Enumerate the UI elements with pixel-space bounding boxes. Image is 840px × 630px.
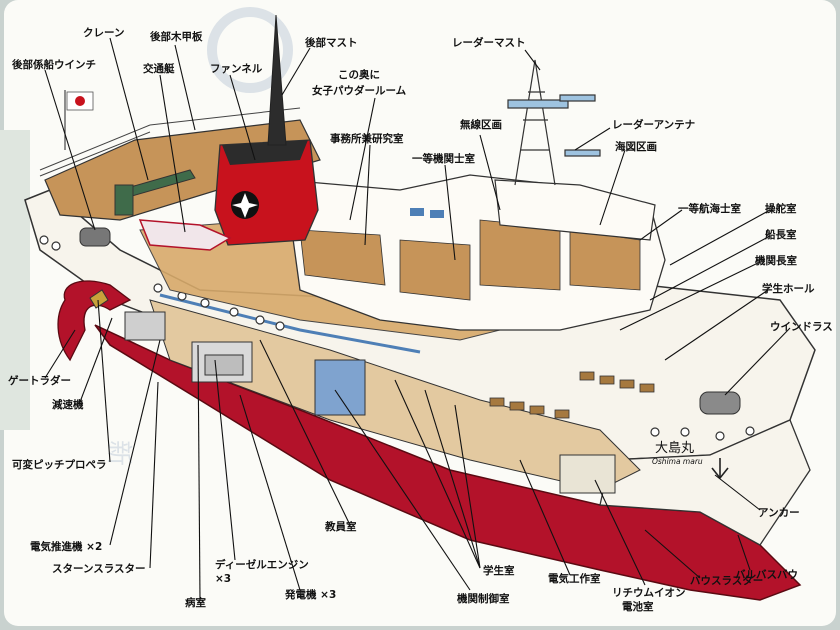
label-powder-room-2: 女子パウダールーム bbox=[312, 84, 407, 97]
bow-hull bbox=[599, 419, 811, 546]
label-diesel-engine-1: ディーゼルエンジン bbox=[215, 558, 309, 571]
label-chief-engineer: 機関長室 bbox=[755, 254, 797, 267]
ship-name-romaji: Oshima maru bbox=[652, 457, 703, 466]
bridge bbox=[494, 179, 656, 241]
board-shadow bbox=[0, 130, 30, 430]
label-radar-mast: レーダーマスト bbox=[452, 36, 526, 49]
label-crane: クレーン bbox=[83, 27, 124, 39]
label-cpp: 可変ピッチプロペラ bbox=[12, 458, 107, 471]
label-staff-room: 教員室 bbox=[324, 520, 357, 533]
label-liaison-boat: 交通艇 bbox=[143, 62, 175, 75]
aft-winch bbox=[79, 227, 111, 247]
label-battery-room-2: 電池室 bbox=[622, 600, 654, 613]
hull-lower-red bbox=[94, 324, 802, 601]
student-room-desks bbox=[489, 371, 655, 419]
label-radar-antenna: レーダーアンテナ bbox=[612, 118, 695, 131]
label-student-hall: 学生ホール bbox=[762, 282, 815, 295]
engine-control-room-block bbox=[314, 359, 366, 416]
label-steering-room: 操舵室 bbox=[765, 202, 797, 215]
label-windlass: ウインドラス bbox=[770, 321, 833, 333]
label-bow-thruster: バウスラスター bbox=[690, 575, 763, 587]
label-workshop: 電気工作室 bbox=[548, 572, 601, 585]
svg-text:新: 新 bbox=[103, 440, 133, 466]
gate-rudder bbox=[57, 280, 132, 362]
anchor bbox=[711, 458, 729, 480]
label-powder-room-1: この奥に bbox=[338, 68, 380, 81]
label-gate-rudder: ゲートラダー bbox=[8, 374, 71, 387]
background-watermark: 新 bbox=[103, 7, 293, 466]
label-captain-room: 船長室 bbox=[765, 228, 797, 241]
ship-name-kanji: 大島丸 bbox=[655, 441, 694, 456]
aft-mast bbox=[267, 14, 287, 146]
label-diesel-engine-2: ×3 bbox=[215, 573, 231, 585]
windlass bbox=[699, 391, 741, 415]
label-student-room: 学生室 bbox=[483, 564, 515, 577]
label-reducer: 減速機 bbox=[52, 398, 84, 411]
propeller bbox=[89, 289, 109, 309]
label-bulbous-bow: バルバスバウ bbox=[735, 569, 798, 581]
label-first-engineer: 一等機関士室 bbox=[412, 152, 475, 165]
label-aft-winch: 後部係船ウインチ bbox=[11, 58, 96, 71]
labels: 後部係船ウインチ クレーン 後部木甲板 交通艇 ファンネル 後部マスト この奥に… bbox=[8, 27, 833, 613]
label-first-officer: 一等航海士室 bbox=[678, 202, 741, 215]
label-aft-mast: 後部マスト bbox=[304, 36, 358, 49]
label-chart-room: 海図区画 bbox=[615, 140, 657, 153]
label-anchor: アンカー bbox=[758, 507, 800, 519]
label-sickbay: 病室 bbox=[185, 596, 206, 609]
engines bbox=[124, 311, 253, 383]
superstructure-rooms bbox=[299, 219, 641, 301]
portholes bbox=[39, 235, 755, 441]
label-aft-wood-deck: 後部木甲板 bbox=[149, 30, 203, 43]
label-stern-thruster: スターンスラスター bbox=[52, 563, 146, 575]
radar-mast bbox=[507, 59, 601, 186]
liaison-boat bbox=[138, 219, 232, 251]
label-battery-room-1: リチウムイオン bbox=[612, 587, 686, 599]
label-electric-motor: 電気推進機 ×2 bbox=[30, 540, 102, 553]
flag bbox=[64, 90, 94, 150]
label-engine-control: 機関制御室 bbox=[457, 592, 510, 605]
label-radio-room: 無線区画 bbox=[460, 118, 502, 131]
battery-room-block bbox=[559, 454, 616, 494]
label-funnel: ファンネル bbox=[210, 63, 263, 75]
label-generator: 発電機 ×3 bbox=[284, 588, 336, 601]
funnel bbox=[214, 139, 319, 246]
label-office-lab: 事務所兼研究室 bbox=[330, 132, 404, 145]
lower-deck-rooms bbox=[149, 299, 641, 491]
leader-lines bbox=[44, 37, 791, 601]
